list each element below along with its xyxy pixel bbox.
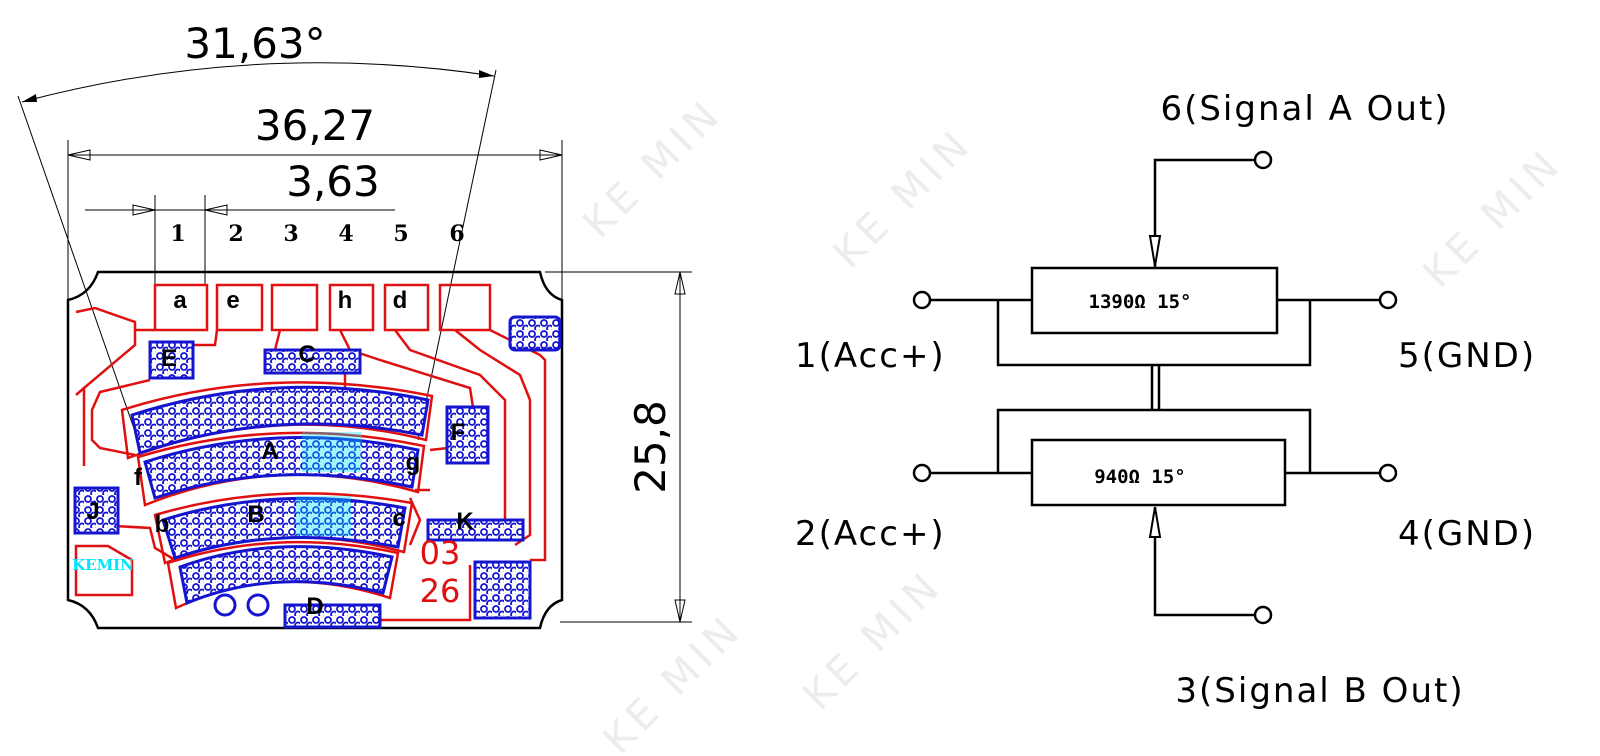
track-a <box>143 436 420 500</box>
via-hole <box>213 593 237 617</box>
label: D <box>306 593 323 620</box>
watermark-text: KE MIN <box>575 90 732 247</box>
pad-k <box>426 518 525 542</box>
label: 6 <box>449 221 464 247</box>
kemin-logo: KEMIN <box>72 556 134 574</box>
dimension-angle: 31,63° <box>17 19 497 441</box>
label: f <box>134 464 143 491</box>
label: A <box>261 438 278 465</box>
dimension-pitch: 3,63 <box>85 157 395 285</box>
pad-f <box>445 405 490 465</box>
label: a <box>173 287 187 314</box>
watermark: KE MIN KE MIN KE MIN KE MIN KE MIN <box>575 90 1572 756</box>
angle-dim-label: 31,63° <box>184 19 325 68</box>
pad-e <box>148 340 195 380</box>
via-hole <box>246 593 270 617</box>
label: E <box>161 345 177 372</box>
label: C <box>298 341 315 368</box>
width-dim-label: 36,27 <box>255 101 375 150</box>
label: g <box>406 449 421 476</box>
label: b <box>155 511 170 538</box>
height-dim-label: 25,8 <box>626 400 675 494</box>
watermark-text: KE MIN <box>825 120 982 277</box>
label: d <box>393 287 408 314</box>
date-code-line1: 03 <box>420 534 461 572</box>
pitch-dim-label: 3,63 <box>286 157 380 206</box>
track-b <box>161 496 407 560</box>
column-numbers: 1 2 3 4 5 6 <box>170 221 464 247</box>
label: 3 <box>283 221 298 247</box>
pad-d <box>283 603 382 629</box>
watermark-text: KE MIN <box>1415 140 1572 297</box>
pin5-label: 5(GND) <box>1398 336 1536 376</box>
label: F <box>451 419 466 446</box>
label: c <box>392 505 405 532</box>
pin1-label: 1(Acc+) <box>795 336 946 376</box>
pad-corner-bottom <box>473 560 532 620</box>
pin2-terminal <box>912 463 932 483</box>
pin4-terminal <box>1378 463 1398 483</box>
label: 5 <box>393 221 408 247</box>
resistor-a-label: 1390Ω 15° <box>1089 291 1192 313</box>
label: 4 <box>338 221 353 247</box>
pin6-label: 6(Signal A Out) <box>1160 89 1449 129</box>
schematic: 6(Signal A Out) 1390Ω 15° 1(Acc+) 5(GND)… <box>795 89 1536 711</box>
label: 1 <box>170 221 185 247</box>
dimension-height: 25,8 <box>545 271 692 623</box>
watermark-text: KE MIN <box>795 562 952 719</box>
board-footprint: a e h d f g b c A B C D E F J K 03 26 KE… <box>66 270 564 630</box>
resistor-b <box>1030 438 1287 507</box>
pin6-terminal <box>1253 150 1273 170</box>
pin5-terminal <box>1378 290 1398 310</box>
pad-c <box>263 348 362 375</box>
pin1-terminal <box>912 290 932 310</box>
pin3-label: 3(Signal B Out) <box>1175 671 1464 711</box>
label: h <box>338 287 353 314</box>
pad-j <box>73 486 120 535</box>
resistor-b-label: 940Ω 15° <box>1094 466 1186 488</box>
label: e <box>226 287 239 314</box>
track-bottom <box>178 545 394 606</box>
label: K <box>456 508 474 535</box>
label: B <box>247 501 264 528</box>
pin4-label: 4(GND) <box>1398 514 1536 554</box>
label: 2 <box>228 221 243 247</box>
dimension-width: 36,27 <box>67 101 563 300</box>
watermark-text: KE MIN <box>595 606 752 756</box>
date-code-line2: 26 <box>420 572 461 610</box>
pin2-label: 2(Acc+) <box>795 514 946 554</box>
pin3-terminal <box>1253 605 1273 625</box>
pad-corner-top <box>508 315 562 352</box>
label: J <box>86 498 99 525</box>
track-top <box>130 385 430 455</box>
